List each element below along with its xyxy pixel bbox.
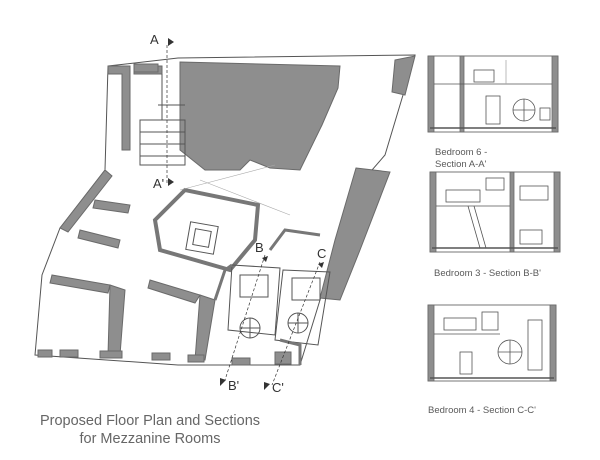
west-wall-7: [194, 294, 216, 361]
window-4: [151, 352, 171, 361]
section-bb-caption: Bedroom 3 - Section B-B': [434, 268, 541, 279]
section-line-c: [271, 261, 321, 386]
central-hall-wall: [152, 187, 261, 273]
window-2: [59, 349, 79, 358]
west-wall-4: [49, 274, 111, 294]
bed-3: [239, 274, 269, 298]
bed-4: [291, 277, 321, 301]
drawing-title-line1: Proposed Floor Plan and Sections: [39, 413, 261, 429]
section-aa-caption-line2: Section A-A': [435, 159, 487, 170]
section-mark-a: A: [150, 32, 159, 47]
section-mark-b-prime: B': [228, 378, 240, 393]
bedroom-3-outline: [227, 264, 281, 336]
section-mark-b: B: [255, 240, 264, 255]
window-6: [231, 357, 251, 366]
window-5: [187, 354, 205, 363]
section-mark-a-prime: A': [153, 176, 165, 191]
east-wall: [319, 167, 391, 301]
west-wall-1: [59, 169, 113, 233]
west-wall-3: [77, 229, 121, 249]
section-aa-caption: Bedroom 6 - Section A-A': [435, 147, 487, 171]
section-mark-c: C: [317, 246, 327, 261]
arrow-c: [318, 262, 324, 268]
west-wall-5: [107, 284, 126, 356]
window-1: [37, 349, 53, 358]
arrow-b-prime: [220, 378, 226, 386]
west-wall-6: [147, 279, 201, 304]
courtyard-void: [179, 61, 341, 171]
central-stair: [185, 221, 219, 255]
section-cc-drawing: [427, 304, 557, 382]
window-7: [274, 351, 292, 365]
window-3: [99, 350, 123, 359]
nw-wall-1: [107, 65, 131, 151]
section-mark-c-prime: C': [272, 380, 284, 395]
section-line-b: [224, 254, 266, 381]
window-8: [133, 63, 159, 73]
section-aa-caption-line1: Bedroom 6 -: [435, 147, 488, 158]
section-bb-drawing: [429, 171, 561, 253]
floor-plan: [34, 38, 416, 390]
arrow-c-prime: [264, 382, 270, 390]
drawing-title-line2: for Mezzanine Rooms: [79, 431, 221, 447]
arrow-b: [262, 256, 268, 262]
stair-block: [139, 119, 186, 166]
northeast-wall: [391, 55, 416, 96]
drawing-title: Proposed Floor Plan and Sections for Mez…: [20, 412, 280, 448]
bedroom-4-outline: [274, 269, 331, 346]
section-aa-drawing: [427, 55, 559, 133]
arrow-a: [168, 38, 174, 46]
arrow-a-prime: [168, 178, 174, 186]
west-wall-2: [92, 199, 131, 214]
section-cc-caption: Bedroom 4 - Section C-C': [428, 405, 536, 416]
